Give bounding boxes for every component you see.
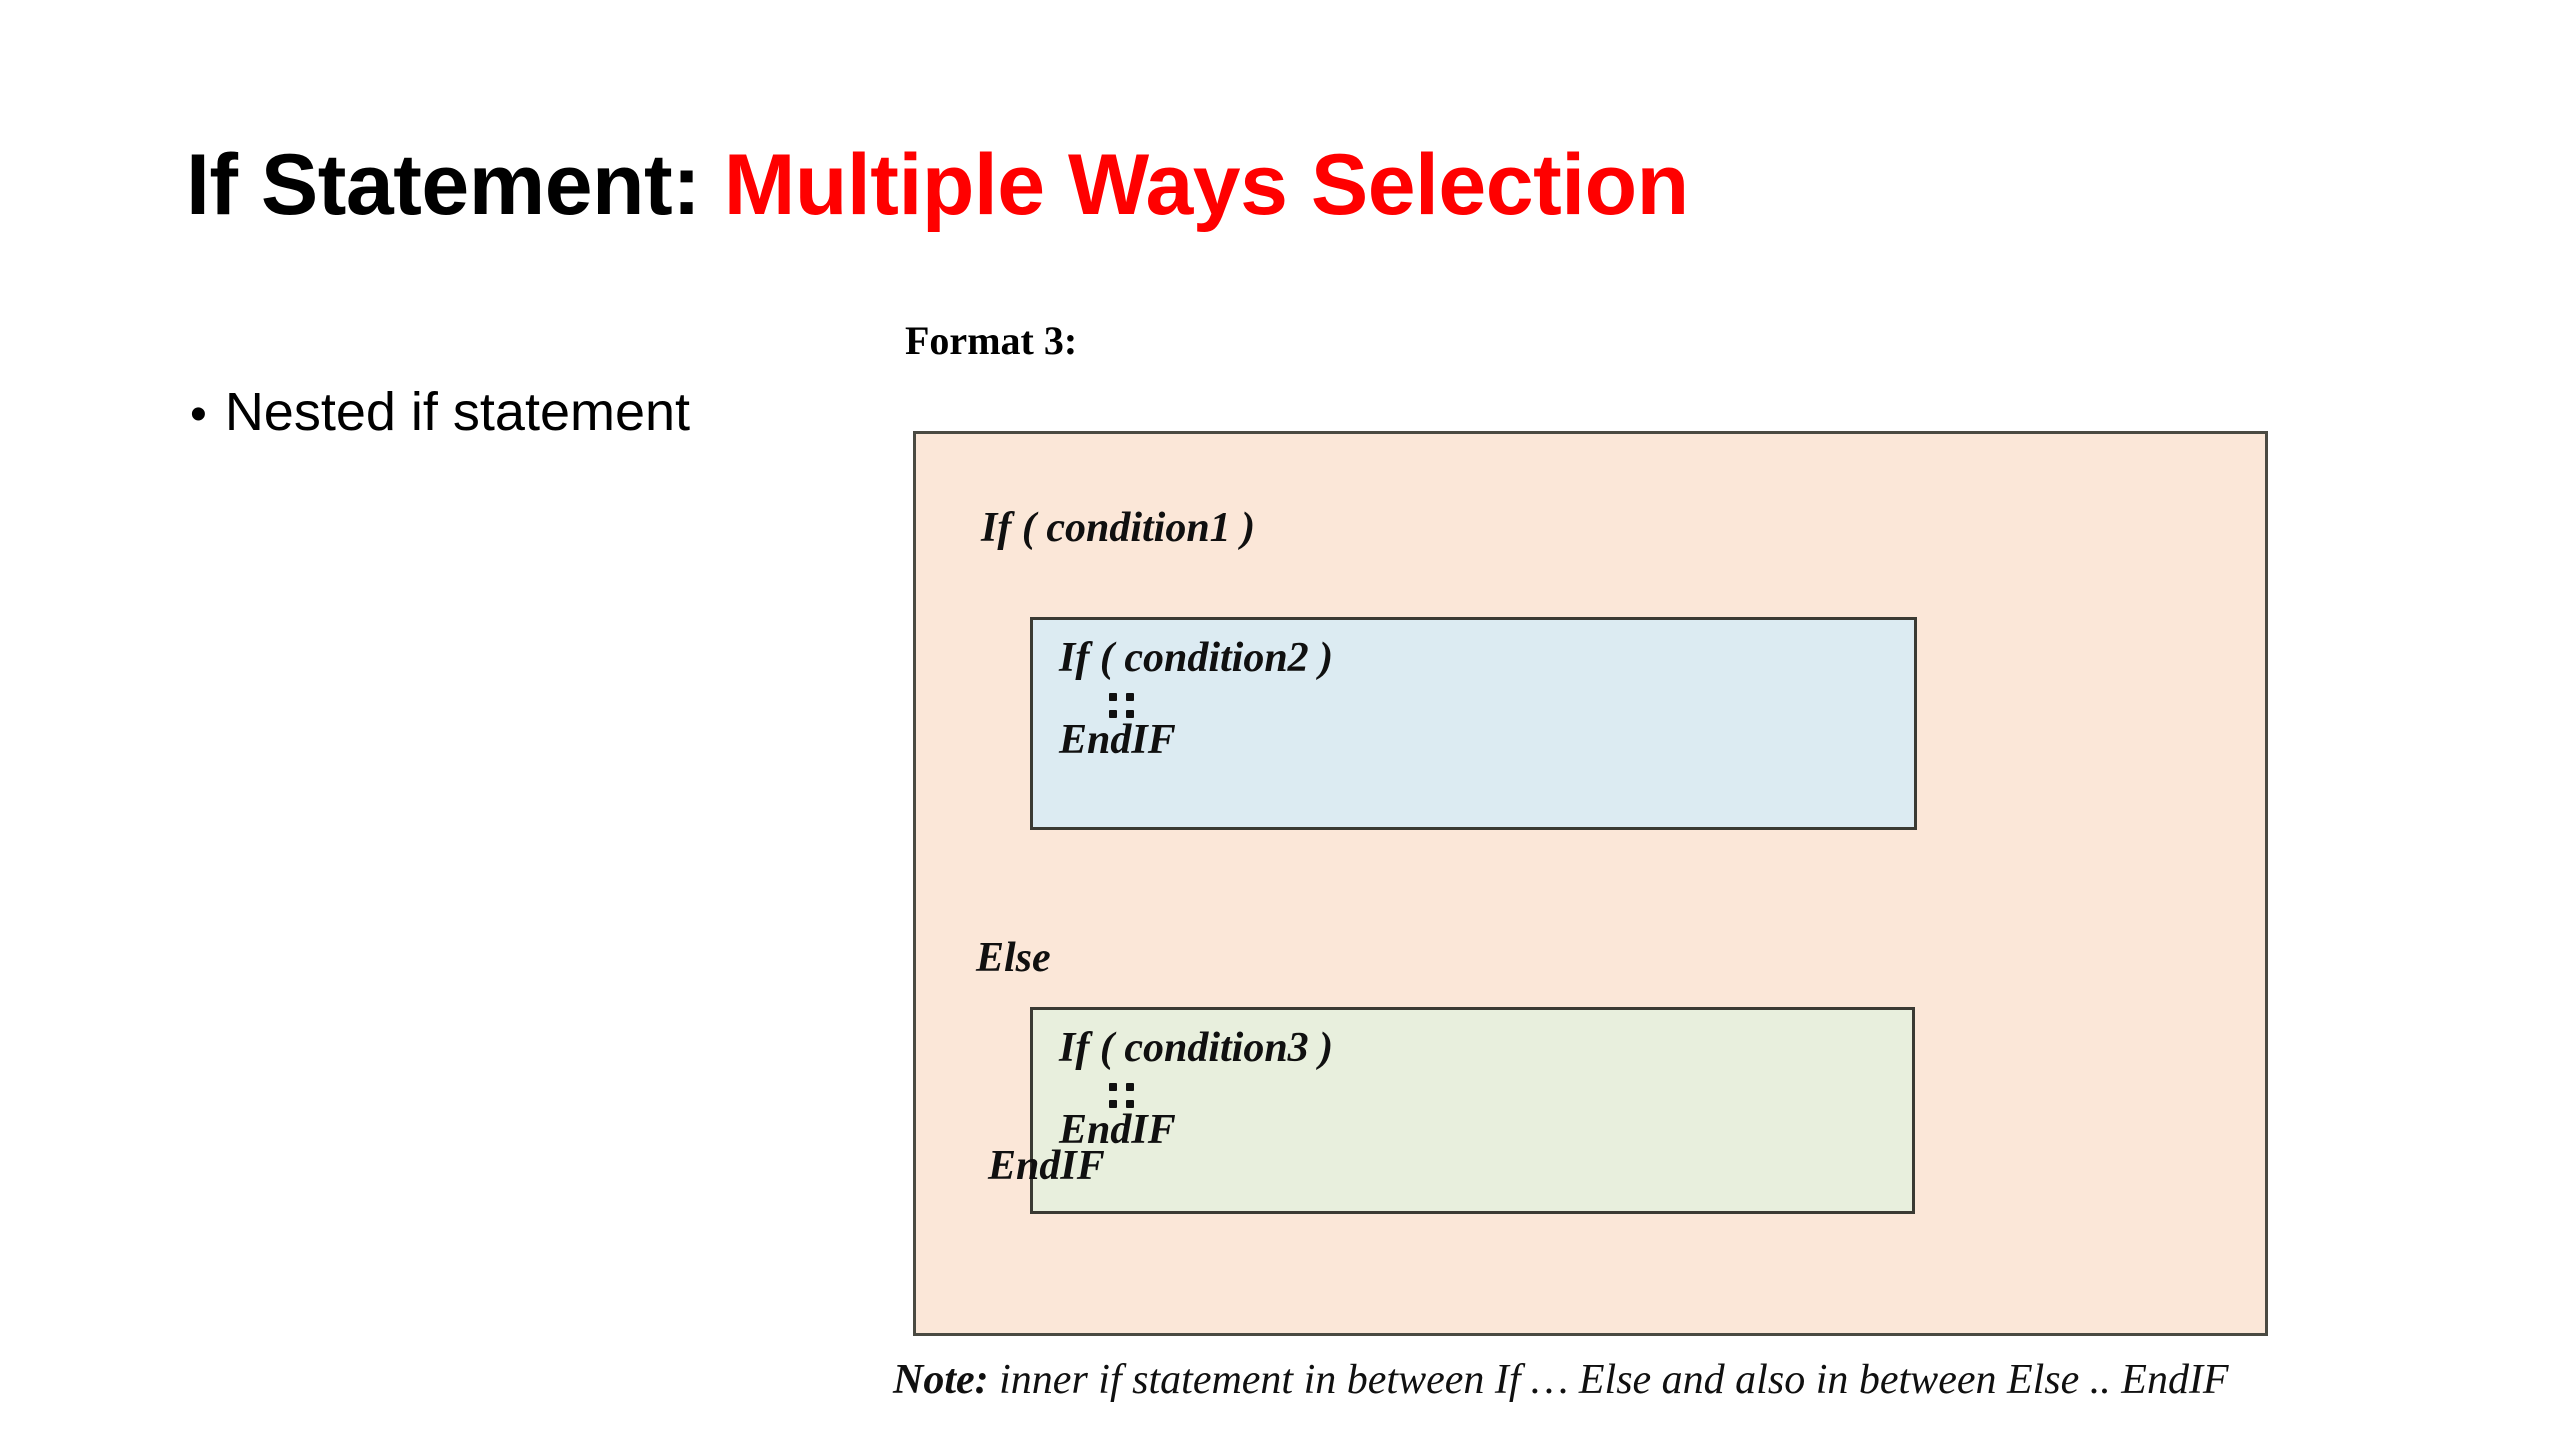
pseudocode-inner-box-condition3: If ( condition3 ) EndIF (1030, 1007, 1915, 1214)
code-line-endif-condition3: EndIF (1059, 1107, 1176, 1153)
code-line-endif-condition2: EndIF (1059, 717, 1176, 763)
note-label: Note: (893, 1357, 989, 1403)
code-line-if-condition2: If ( condition2 ) (1059, 635, 1334, 681)
format-label: Format 3: (905, 318, 1078, 363)
bullet-marker-icon: • (190, 388, 207, 441)
double-colon-icon (1107, 689, 1141, 721)
code-line-else: Else (976, 935, 1051, 981)
code-line-body-condition2 (1059, 681, 1333, 719)
page-title-accent: Multiple Ways Selection (723, 137, 1689, 233)
pseudocode-inner-box-condition2: If ( condition2 ) EndIF (1030, 617, 1917, 830)
note-line: Note: inner if statement in between If …… (893, 1355, 2229, 1405)
pseudocode-outer-box: If ( condition1 ) If ( condition2 ) EndI… (913, 431, 2268, 1336)
double-colon-icon (1107, 1079, 1141, 1111)
inner-code-condition3: If ( condition3 ) EndIF (1059, 1027, 1333, 1153)
code-line-body-condition3 (1059, 1071, 1333, 1109)
bullet-item-label: Nested if statement (224, 382, 691, 442)
code-line-if-condition3: If ( condition3 ) (1059, 1025, 1334, 1071)
note-text: inner if statement in between If … Else … (988, 1357, 2229, 1403)
inner-code-condition2: If ( condition2 ) EndIF (1059, 637, 1333, 763)
page-title: If Statement: Multiple Ways Selection (186, 140, 1689, 230)
code-line-if-condition1: If ( condition1 ) (981, 505, 1256, 551)
page-title-base: If Statement: (186, 137, 724, 233)
code-line-endif-outer: EndIF (988, 1143, 1105, 1189)
bullet-item-nested-if: • Nested if statement (190, 385, 690, 439)
